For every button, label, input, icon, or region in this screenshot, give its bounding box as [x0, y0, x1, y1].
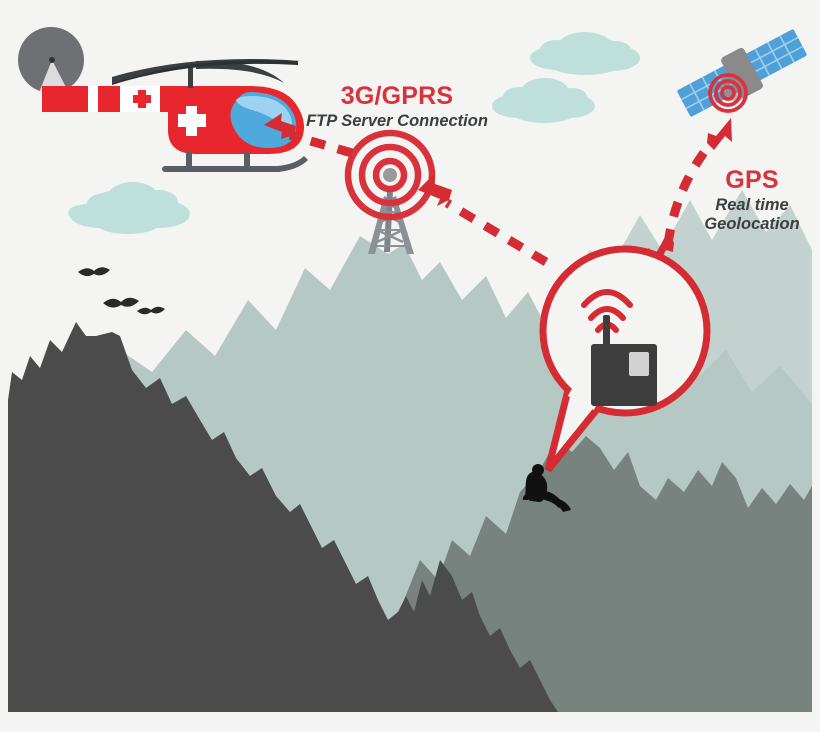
label-gps-subtitle-line2: Geolocation [704, 214, 800, 233]
label-3g-gprs: 3G/GPRS FTP Server Connection [282, 82, 512, 131]
label-3g-gprs-subtitle: FTP Server Connection [306, 111, 488, 130]
radio-device-bubble [539, 245, 711, 473]
arrow-radio-to-tower [418, 174, 549, 266]
arrow-tower-to-helicopter [264, 113, 354, 158]
cloud-mid-right [492, 78, 595, 123]
cloud-top-right [530, 32, 640, 75]
mountain-front-dark [8, 322, 558, 712]
tail-cross-icon [133, 90, 151, 108]
gps-satellite-icon [677, 29, 807, 117]
injured-climber-icon [522, 464, 571, 512]
label-3g-gprs-title: 3G/GPRS [340, 82, 454, 110]
bubble-tail [544, 389, 601, 473]
label-gps: GPS Real time Geolocation [672, 166, 820, 234]
body-cross-icon [178, 106, 206, 136]
bird-upper [78, 267, 110, 277]
bird-lower-right [137, 306, 165, 315]
cloud-left [68, 182, 190, 234]
radio-screen [629, 352, 649, 376]
tower-beacon-icon [383, 168, 397, 182]
cell-tower-icon [344, 129, 436, 254]
bird-lower-left [103, 297, 139, 308]
rescue-helicopter-icon [18, 27, 308, 172]
label-gps-title: GPS [725, 166, 779, 194]
label-gps-subtitle-line1: Real time [715, 195, 789, 214]
